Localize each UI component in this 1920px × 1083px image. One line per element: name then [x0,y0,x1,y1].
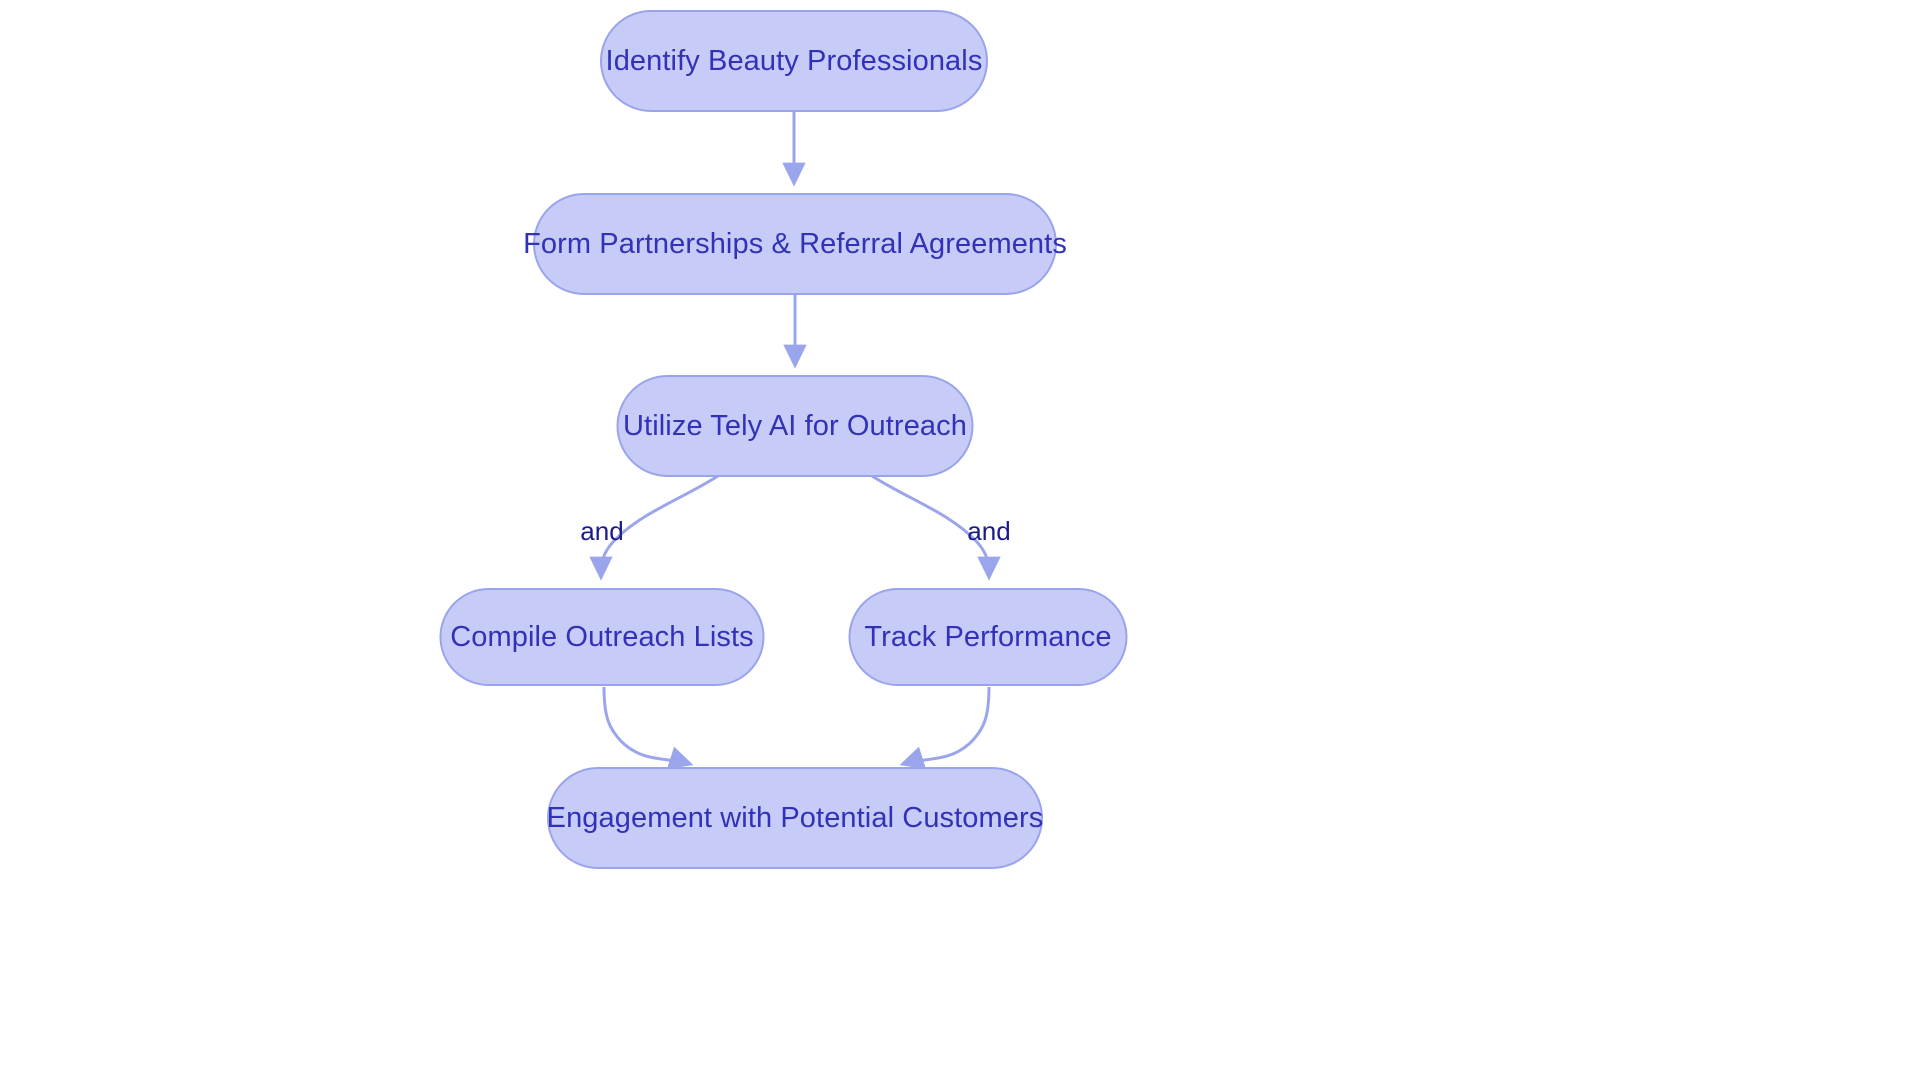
node-track-performance[interactable]: Track Performance [848,588,1128,686]
node-engagement-with-potential-customers[interactable]: Engagement with Potential Customers [547,767,1043,869]
node-label: Identify Beauty Professionals [605,44,983,77]
node-label: Engagement with Potential Customers [546,801,1044,834]
node-form-partnerships-referral-agreements[interactable]: Form Partnerships & Referral Agreements [523,193,1067,295]
node-label: Compile Outreach Lists [450,620,754,653]
node-label: Form Partnerships & Referral Agreements [523,227,1067,260]
edge-utilize-to-track [871,474,1001,581]
node-identify-beauty-professionals[interactable]: Identify Beauty Professionals [600,10,988,112]
node-label: Utilize Tely AI for Outreach [623,409,967,442]
node-compile-outreach-lists[interactable]: Compile Outreach Lists [439,588,765,686]
edge-track-to-engagement [899,686,991,769]
edge-utilize-to-compile [589,474,719,581]
edge-label-utilize-to-compile: and [580,516,624,546]
node-label: Track Performance [864,620,1112,653]
edge-label-utilize-to-track: and [967,516,1011,546]
edge-compile-to-engagement [602,686,694,769]
node-utilize-tely-ai-for-outreach[interactable]: Utilize Tely AI for Outreach [616,375,974,477]
